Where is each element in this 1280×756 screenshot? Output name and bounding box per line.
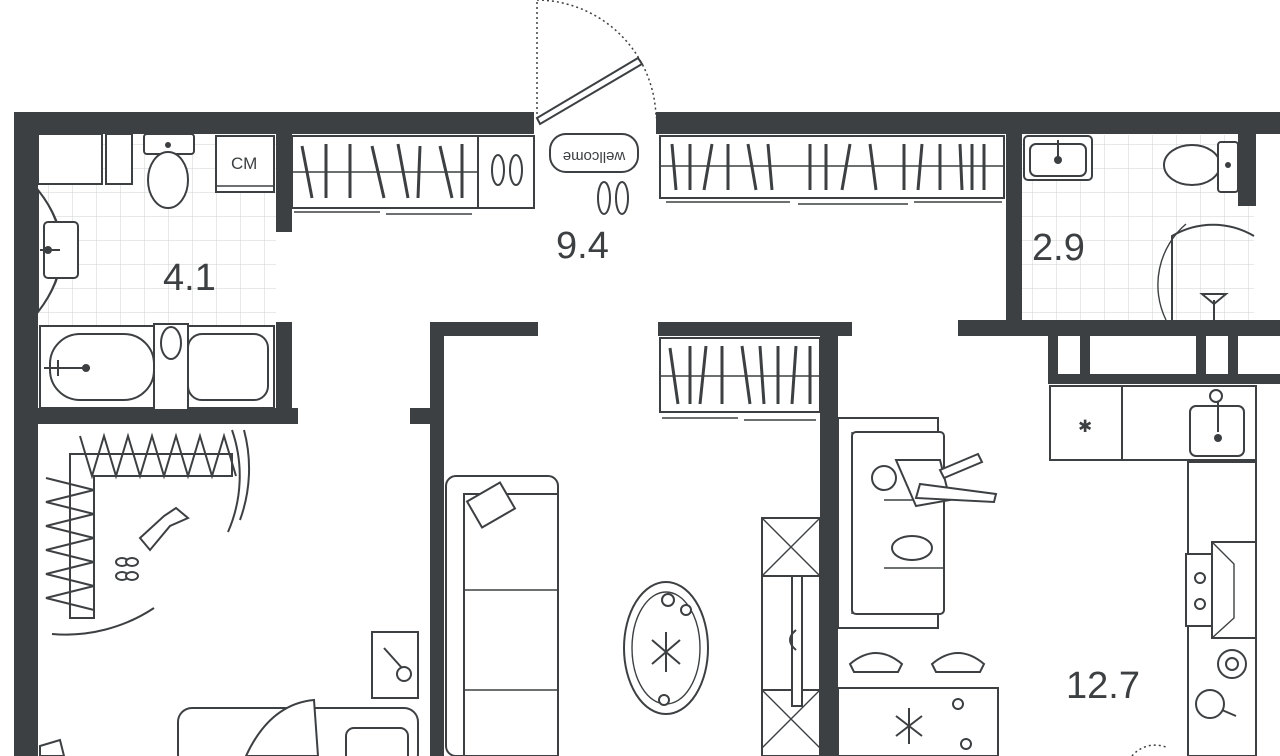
hallway-area: 9.4 [556, 225, 609, 267]
balcony-door-arc [1131, 744, 1169, 756]
person-icon [871, 452, 998, 508]
corridor-wardrobe [659, 337, 821, 421]
side-cabinet [371, 631, 419, 699]
hallway-wardrobe-right [659, 135, 1005, 205]
bed [39, 698, 419, 756]
toilet-fixtures [1023, 135, 1255, 322]
armchair [837, 417, 945, 629]
kitchen-units: ✱ [1049, 385, 1257, 756]
doormat-label: wellcome [563, 148, 627, 165]
dining-table [837, 652, 999, 756]
doormat: wellcome [549, 133, 639, 173]
kitchen-living-area: 12.7 [1066, 665, 1140, 707]
hallway-wardrobe-left [291, 135, 535, 215]
tv-stand [761, 517, 821, 756]
sofa [445, 475, 559, 756]
toilet-area: 2.9 [1032, 227, 1085, 269]
bathroom-fixtures: СМ [37, 133, 275, 411]
walls [14, 112, 1280, 756]
washing-machine-label: СМ [231, 154, 257, 173]
slippers-icon [491, 154, 523, 186]
walk-in-closet [45, 429, 251, 636]
slippers-icon [597, 181, 629, 215]
entrance-door [535, 0, 657, 126]
bathroom-area: 4.1 [163, 257, 216, 299]
coffee-table [623, 581, 709, 715]
asterisk-icon: ✱ [1078, 417, 1092, 436]
